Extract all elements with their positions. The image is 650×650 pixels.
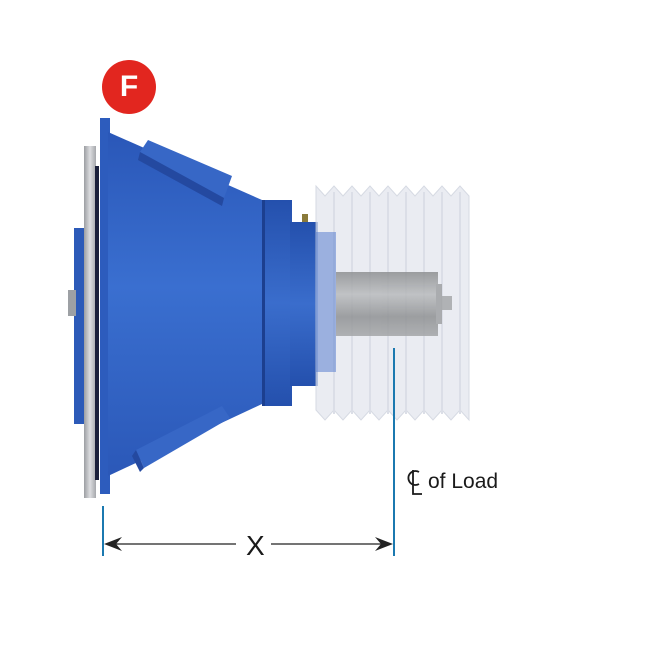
- gearbox-housing: [108, 132, 262, 476]
- dimension-arrow: [104, 537, 393, 551]
- lower-rib: [132, 406, 230, 472]
- badge-letter: F: [119, 70, 139, 103]
- hub-overlap: [316, 232, 336, 372]
- output-neck: [290, 222, 318, 386]
- upper-rib: [138, 140, 232, 206]
- dimension-label: X: [240, 530, 271, 562]
- flange-plate: [84, 146, 96, 498]
- rear-adapter: [68, 228, 86, 424]
- output-shaft: [336, 272, 452, 336]
- flange-gap: [95, 166, 99, 480]
- housing-step: [262, 200, 292, 406]
- centerline-symbol-icon: [407, 470, 422, 495]
- centerline-label: of Load: [428, 470, 499, 493]
- mounting-flange: [100, 118, 110, 494]
- variant-badge: F: [102, 60, 156, 114]
